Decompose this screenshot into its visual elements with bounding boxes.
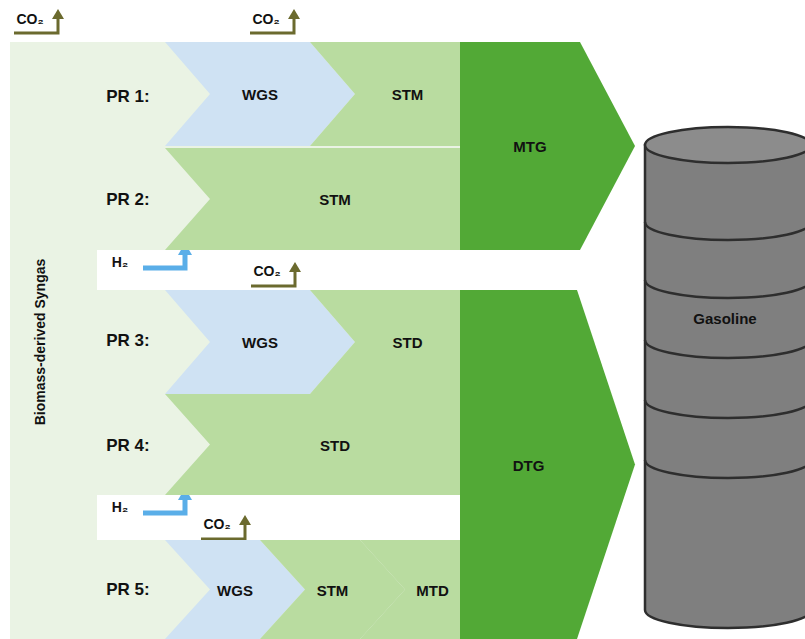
step-label: MTG — [513, 138, 546, 155]
co2-label: CO₂ — [253, 263, 280, 279]
step-label: STM — [392, 86, 424, 103]
step-label: WGS — [242, 86, 278, 103]
step-label: STD — [393, 334, 423, 351]
barrel-label: Gasoline — [693, 310, 756, 327]
shape-outline — [165, 148, 460, 250]
chevron-shape — [460, 290, 635, 639]
step-label: WGS — [242, 334, 278, 351]
shape-outline — [165, 394, 460, 495]
step-label: STM — [317, 581, 349, 598]
shape-outline — [310, 290, 460, 394]
gasoline-barrel: Gasoline — [643, 125, 805, 635]
step-label: WGS — [217, 581, 253, 598]
dtg-step: DTG — [460, 290, 635, 639]
chevron-shape — [460, 42, 635, 250]
step-label: DTG — [513, 456, 545, 473]
gap-bar — [97, 250, 460, 290]
chevron-shape — [310, 290, 460, 394]
pathway-label: PR 1: — [106, 87, 149, 107]
chevron-shape — [310, 42, 460, 146]
step-label: STD — [320, 436, 350, 453]
mtd-step: MTD — [360, 540, 460, 639]
band-title: Biomass-derived Syngas — [32, 259, 48, 426]
stm-step: STM — [165, 148, 460, 250]
shape-outline — [310, 42, 460, 146]
shape-outline — [643, 125, 805, 635]
pathway-label: PR 3: — [106, 331, 149, 351]
gap-bar — [97, 495, 460, 540]
shape-outline — [460, 290, 635, 639]
step-label: STM — [319, 191, 351, 208]
chevron-shape — [165, 148, 460, 250]
chevron-shape — [165, 394, 460, 495]
std-step: STD — [310, 290, 460, 394]
mtg-step: MTG — [460, 42, 635, 250]
co2-label: CO₂ — [203, 516, 230, 532]
stm-step: STM — [310, 42, 460, 146]
chevron-shape — [360, 540, 460, 639]
std-step: STD — [165, 394, 460, 495]
pathway-label: PR 4: — [106, 436, 149, 456]
step-label: MTD — [416, 581, 449, 598]
co2-label: CO₂ — [16, 11, 43, 27]
barrel-drawing — [645, 127, 805, 628]
band-fill — [10, 42, 460, 639]
shape-outline — [460, 42, 635, 250]
pathway-label: PR 5: — [106, 580, 149, 600]
pathway-label: PR 2: — [106, 190, 149, 210]
h2-label: H₂ — [112, 254, 128, 270]
co2-label: CO₂ — [252, 11, 279, 27]
h2-label: H₂ — [112, 499, 128, 515]
